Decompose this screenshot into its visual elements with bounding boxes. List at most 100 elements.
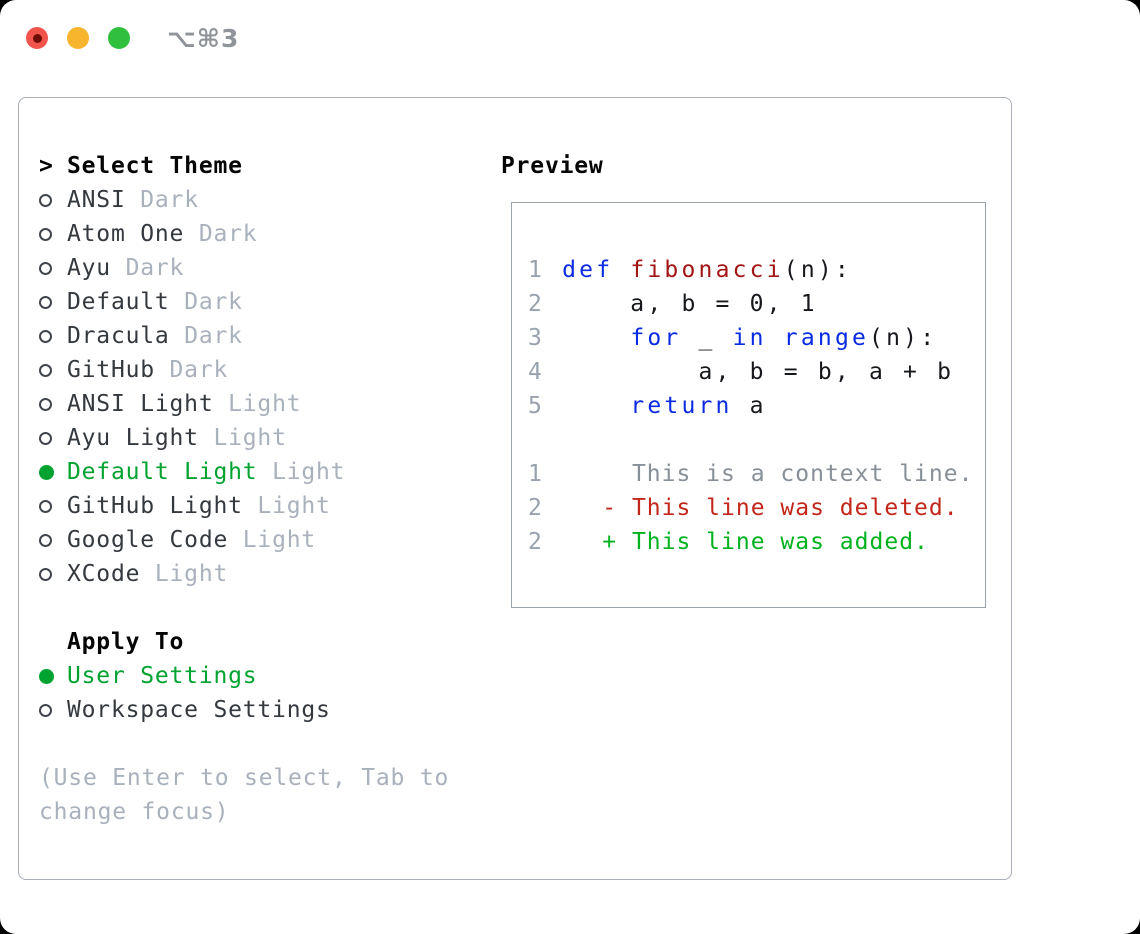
preview-title: Preview bbox=[501, 153, 604, 179]
option-label: Ayu Light bbox=[67, 425, 214, 451]
option-label: Ayu bbox=[67, 255, 126, 281]
option-label: Workspace Settings bbox=[67, 697, 331, 723]
token-function: fibonacci bbox=[630, 257, 784, 283]
spacer bbox=[39, 727, 449, 761]
token-plain: _ bbox=[681, 325, 733, 351]
theme-option-atom-one[interactable]: Atom One Dark bbox=[39, 217, 449, 251]
titlebar: ⌥⌘3 bbox=[26, 24, 239, 53]
theme-option-ayu[interactable]: Ayu Dark bbox=[39, 251, 449, 285]
apply-option-workspace-settings[interactable]: Workspace Settings bbox=[39, 693, 449, 727]
help-text: (Use Enter to select, Tab to change focus… bbox=[39, 761, 449, 829]
token-plain: a, b = 0, 1 bbox=[562, 291, 818, 317]
theme-option-default[interactable]: Default Dark bbox=[39, 285, 449, 319]
line-number: 2 bbox=[528, 291, 563, 317]
radio-icon bbox=[39, 295, 67, 309]
maximize-button[interactable] bbox=[108, 27, 130, 49]
theme-option-xcode[interactable]: XCode Light bbox=[39, 557, 449, 591]
line-number: 5 bbox=[528, 393, 563, 419]
help-line: change focus) bbox=[39, 799, 230, 825]
diff-text: This is a context line. bbox=[557, 461, 974, 487]
option-label: Default Light bbox=[67, 459, 273, 485]
help-line: (Use Enter to select, Tab to bbox=[39, 765, 450, 791]
record-dot-icon bbox=[32, 33, 42, 43]
window-shortcut-label: ⌥⌘3 bbox=[167, 23, 240, 53]
variant-badge: Light bbox=[272, 459, 346, 485]
theme-option-ayu-light[interactable]: Ayu Light Light bbox=[39, 421, 449, 455]
variant-badge: Dark bbox=[184, 323, 243, 349]
token-plain bbox=[562, 393, 630, 419]
token-keyword: for bbox=[630, 325, 682, 351]
variant-badge: Dark bbox=[140, 187, 199, 213]
diff-text: - This line was deleted. bbox=[557, 495, 959, 521]
code-line: 2 a, b = 0, 1 bbox=[528, 287, 973, 321]
line-number: 3 bbox=[528, 325, 563, 351]
radio-icon bbox=[39, 703, 67, 717]
blank-line bbox=[528, 423, 973, 457]
radio-icon bbox=[39, 431, 67, 445]
variant-badge: Light bbox=[154, 561, 229, 587]
option-label: ANSI Light bbox=[67, 391, 229, 417]
variant-badge: Light bbox=[213, 425, 287, 451]
diff-line-added: 2 + This line was added. bbox=[528, 525, 973, 559]
theme-option-google-code[interactable]: Google Code Light bbox=[39, 523, 449, 557]
variant-badge: Light bbox=[228, 391, 302, 417]
line-number: 2 bbox=[528, 495, 558, 521]
option-label: ANSI bbox=[67, 187, 141, 213]
token-plain bbox=[613, 257, 630, 283]
theme-option-ansi[interactable]: ANSI Dark bbox=[39, 183, 449, 217]
variant-badge: Dark bbox=[125, 255, 185, 281]
line-number: 2 bbox=[528, 529, 558, 555]
line-number: 1 bbox=[528, 257, 563, 283]
theme-option-github-light[interactable]: GitHub Light Light bbox=[39, 489, 449, 523]
token-plain: (n): bbox=[783, 257, 852, 283]
token-plain bbox=[767, 325, 784, 351]
theme-list-header: > Select Theme bbox=[39, 149, 449, 183]
token-keyword: range bbox=[783, 325, 870, 351]
variant-badge: Dark bbox=[184, 289, 243, 315]
radio-icon bbox=[39, 499, 67, 513]
option-label: XCode bbox=[67, 561, 155, 587]
theme-option-dracula[interactable]: Dracula Dark bbox=[39, 319, 449, 353]
radio-icon bbox=[39, 363, 67, 377]
apply-option-user-settings[interactable]: User Settings bbox=[39, 659, 449, 693]
radio-icon bbox=[39, 397, 67, 411]
radio-icon bbox=[39, 464, 67, 480]
option-label: Atom One bbox=[67, 221, 199, 247]
diff-line-deleted: 2 - This line was deleted. bbox=[528, 491, 973, 525]
radio-icon bbox=[39, 329, 67, 343]
option-label: User Settings bbox=[67, 663, 258, 689]
radio-icon bbox=[39, 533, 67, 547]
theme-list-title: Select Theme bbox=[67, 153, 243, 179]
token-plain: a, b = b, a + b bbox=[562, 359, 955, 385]
apply-to-header: Apply To bbox=[39, 625, 449, 659]
token-plain: (n): bbox=[869, 325, 938, 351]
variant-badge: Dark bbox=[169, 357, 229, 383]
radio-icon bbox=[39, 261, 67, 275]
diff-line-context: 1 This is a context line. bbox=[528, 457, 973, 491]
code-line: 3 for _ in range(n): bbox=[528, 321, 973, 355]
token-keyword: def bbox=[562, 257, 614, 283]
variant-badge: Dark bbox=[198, 221, 258, 247]
option-label: Google Code bbox=[67, 527, 243, 553]
theme-option-github[interactable]: GitHub Dark bbox=[39, 353, 449, 387]
option-label: Default bbox=[67, 289, 185, 315]
minimize-button[interactable] bbox=[67, 27, 89, 49]
radio-icon bbox=[39, 567, 67, 581]
apply-to-title: Apply To bbox=[67, 629, 185, 655]
theme-option-default-light[interactable]: Default Light Light bbox=[39, 455, 449, 489]
radio-icon bbox=[39, 193, 67, 207]
diff-text: + This line was added. bbox=[557, 529, 929, 555]
close-button[interactable] bbox=[26, 27, 48, 49]
token-keyword: in bbox=[732, 325, 767, 351]
line-number: 1 bbox=[528, 461, 558, 487]
theme-option-ansi-light[interactable]: ANSI Light Light bbox=[39, 387, 449, 421]
option-label: GitHub bbox=[67, 357, 170, 383]
variant-badge: Light bbox=[242, 527, 317, 553]
